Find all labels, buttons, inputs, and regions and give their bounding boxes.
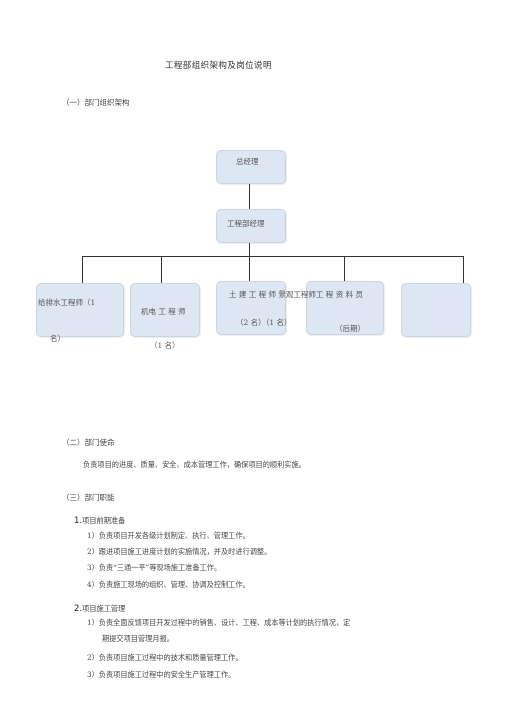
- section-heading-org-structure: （一）部门组织架构: [62, 98, 130, 107]
- org-box-engineering-manager: [216, 209, 286, 243]
- connector-top: [249, 182, 250, 210]
- subsection-pre-project: 1.项目前期准备: [74, 508, 125, 527]
- section-heading-functions: （三）部门职能: [62, 493, 115, 502]
- org-label-plumbing-line1: 给排水工程师（1: [38, 298, 96, 307]
- org-box-civil-engineer: [216, 281, 286, 335]
- list-item: 2）跟进项目施工进度计划的实施情况，并及时进行调整。: [87, 547, 272, 556]
- connector-drop-4: [344, 256, 345, 281]
- connector-drop-3: [249, 256, 250, 281]
- list-item: 期提交项目管理月报。: [102, 634, 174, 643]
- org-label-engineering-manager: 工程部经理: [227, 219, 265, 228]
- org-box-general-manager: [216, 150, 286, 184]
- connector-horizontal: [82, 256, 463, 257]
- org-box-empty: [401, 283, 471, 337]
- subsection-number: 2.: [74, 604, 83, 614]
- page-title: 工程部组织架构及岗位说明: [165, 61, 272, 71]
- org-label-docs-later: （后期）: [335, 324, 365, 333]
- section-heading-mission: （二）部门使命: [62, 438, 115, 447]
- org-label-electrical-line1: 机电 工 程 师: [141, 307, 186, 316]
- connector-mid: [249, 240, 250, 257]
- subsection-number: 1.: [74, 516, 83, 526]
- org-label-electrical-line2: （1 名）: [150, 341, 180, 350]
- subsection-label: 项目施工管理: [82, 604, 126, 613]
- org-label-civil-landscape-docs: 土 建 工 程 师 景观工程师工 程 资 料 员: [229, 290, 363, 299]
- list-item: 3）负责“三通一平”等现场施工准备工作。: [87, 563, 222, 572]
- list-item: 3）负责项目施工过程中的安全生产管理工作。: [87, 670, 236, 679]
- org-label-plumbing-line2: 名）: [50, 334, 65, 343]
- connector-drop-5: [463, 256, 464, 283]
- list-item: 1）负责全面反馈项目开发过程中的销售、设计、工程、成本等计划的执行情况，定: [87, 618, 351, 627]
- connector-drop-1: [82, 256, 83, 283]
- subsection-label: 项目前期准备: [82, 516, 126, 525]
- org-box-plumbing-engineer: [36, 283, 124, 337]
- org-box-electrical-engineer: [130, 283, 200, 337]
- org-label-general-manager: 总经理: [236, 157, 259, 166]
- list-item: 4）负责施工现场的组织、管理、协调及控制工作。: [87, 580, 250, 589]
- org-box-landscape-docs: [306, 281, 384, 335]
- mission-text: 负责项目的进度、质量、安全、成本管理工作，确保项目的顺利实施。: [83, 460, 306, 469]
- list-item: 1）负责项目开发各级计划制定、执行、管理工作。: [87, 531, 250, 540]
- list-item: 2）负责项目施工过程中的技术和质量管理工作。: [87, 653, 243, 662]
- connector-drop-2: [161, 256, 162, 283]
- org-label-civil-landscape-count: （2 名）（1 名）: [236, 318, 292, 327]
- subsection-construction: 2.项目施工管理: [74, 596, 125, 615]
